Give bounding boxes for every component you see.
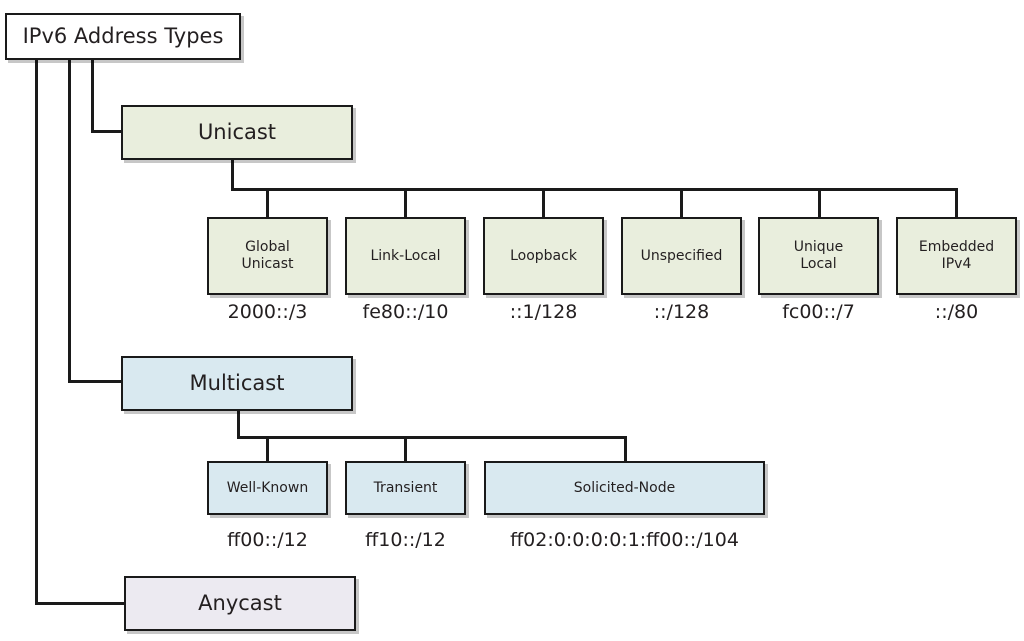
node-global-unicast[interactable]: Global Unicast	[207, 217, 328, 295]
connector-unicast-drop	[231, 160, 234, 191]
node-well-known[interactable]: Well-Known	[207, 461, 328, 515]
connector-multicast-child-2	[404, 436, 407, 462]
node-unique-local[interactable]: Unique Local	[758, 217, 879, 295]
connector-elbow-multicast	[68, 380, 124, 383]
node-unspecified-label: Unspecified	[640, 247, 723, 264]
prefix-loopback: ::1/128	[509, 301, 578, 323]
prefix-transient: ff10::/12	[365, 529, 446, 551]
branch-node-anycast-label: Anycast	[198, 591, 282, 616]
node-embedded-ipv4[interactable]: Embedded IPv4	[896, 217, 1017, 295]
node-link-local[interactable]: Link-Local	[345, 217, 466, 295]
prefix-well-known: ff00::/12	[227, 529, 308, 551]
connector-multicast-child-3	[624, 436, 627, 462]
connector-root-to-anycast-vertical	[35, 60, 38, 605]
connector-multicast-drop	[237, 410, 240, 439]
connector-root-to-unicast-vertical	[91, 60, 94, 133]
branch-node-unicast-label: Unicast	[197, 120, 277, 145]
node-unique-local-label: Unique Local	[793, 239, 844, 272]
connector-unicast-child-6	[955, 188, 958, 217]
prefix-link-local: fe80::/10	[362, 301, 449, 323]
node-unspecified[interactable]: Unspecified	[621, 217, 742, 295]
connector-unicast-child-2	[404, 188, 407, 217]
root-node-ipv6-address-types[interactable]: IPv6 Address Types	[5, 13, 241, 60]
node-solicited-node-label: Solicited-Node	[573, 479, 676, 496]
node-transient-label: Transient	[373, 479, 438, 496]
prefix-unspecified: ::/128	[653, 301, 710, 323]
branch-node-multicast-label: Multicast	[189, 371, 285, 396]
prefix-unique-local: fc00::/7	[782, 301, 855, 323]
node-global-unicast-label: Global Unicast	[241, 239, 294, 272]
connector-unicast-bus	[231, 188, 958, 191]
branch-node-unicast[interactable]: Unicast	[121, 105, 353, 160]
connector-elbow-unicast	[91, 130, 124, 133]
connector-unicast-child-5	[818, 188, 821, 217]
prefix-solicited-node: ff02:0:0:0:0:1:ff00::/104	[510, 529, 739, 551]
branch-node-anycast[interactable]: Anycast	[124, 576, 356, 631]
connector-multicast-child-1	[266, 436, 269, 462]
connector-unicast-child-1	[266, 188, 269, 217]
connector-unicast-child-3	[542, 188, 545, 217]
node-transient[interactable]: Transient	[345, 461, 466, 515]
node-solicited-node[interactable]: Solicited-Node	[484, 461, 765, 515]
node-loopback-label: Loopback	[510, 247, 577, 264]
root-node-label: IPv6 Address Types	[22, 24, 224, 49]
node-well-known-label: Well-Known	[226, 479, 309, 496]
branch-node-multicast[interactable]: Multicast	[121, 356, 353, 411]
connector-elbow-anycast	[35, 602, 127, 605]
prefix-global-unicast: 2000::/3	[227, 301, 308, 323]
node-embedded-ipv4-label: Embedded IPv4	[918, 239, 995, 272]
connector-root-to-multicast-vertical	[68, 60, 71, 383]
connector-unicast-child-4	[680, 188, 683, 217]
prefix-embedded-ipv4: ::/80	[934, 301, 979, 323]
node-loopback[interactable]: Loopback	[483, 217, 604, 295]
connector-multicast-bus	[237, 436, 627, 439]
node-link-local-label: Link-Local	[370, 247, 441, 264]
